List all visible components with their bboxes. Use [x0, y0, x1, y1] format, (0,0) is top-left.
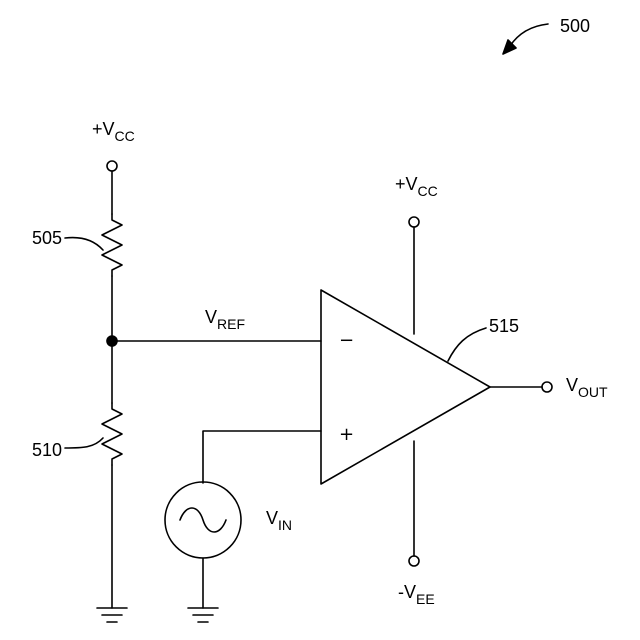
label-vout: VOUT	[566, 375, 608, 400]
wire-vin-to-noninverting	[203, 431, 321, 483]
label-vee-amp: -VEE	[398, 582, 435, 607]
label-vcc-left: +VCC	[92, 119, 135, 144]
resistor-505	[102, 214, 122, 276]
inverting-sign: −	[339, 330, 354, 351]
vcc-left-terminal	[107, 161, 117, 171]
vout-terminal	[542, 382, 552, 392]
ref-510: 510	[32, 440, 62, 460]
figure-number: 500	[560, 16, 590, 36]
ref-505: 505	[32, 228, 62, 248]
opamp-triangle	[321, 290, 490, 484]
label-vcc-amp: +VCC	[395, 174, 438, 199]
vcc-amp-terminal	[409, 217, 419, 227]
ground-vin-icon	[188, 608, 218, 622]
noninverting-sign: +	[339, 424, 354, 445]
label-vref: VREF	[205, 307, 245, 332]
ground-left-icon	[97, 608, 127, 622]
ref-515: 515	[489, 316, 519, 336]
vee-amp-terminal	[409, 556, 419, 566]
sine-wave-icon	[180, 508, 226, 532]
resistor-510	[102, 403, 122, 465]
leader-515	[448, 328, 486, 361]
figure-arrow	[510, 24, 548, 46]
leader-505	[65, 238, 103, 251]
label-vin: VIN	[266, 508, 292, 533]
figure-arrowhead	[503, 40, 516, 54]
leader-510	[65, 438, 103, 448]
